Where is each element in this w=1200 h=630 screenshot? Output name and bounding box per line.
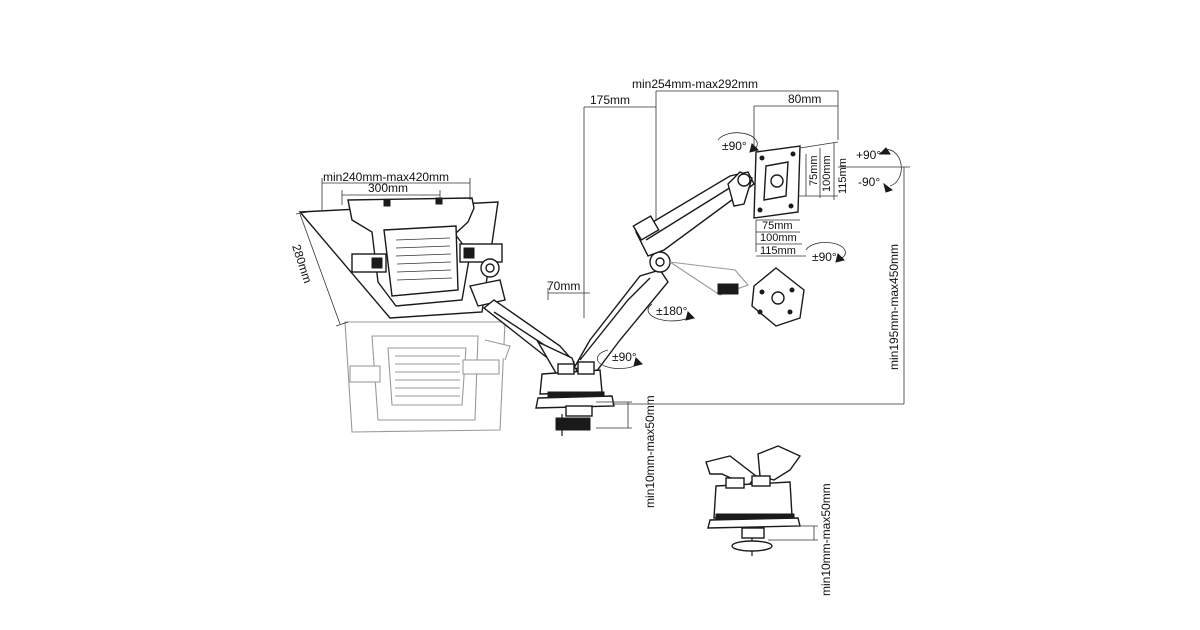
- ghost-laptop-tray: [344, 321, 511, 433]
- vesa-75-h-label: 75mm: [808, 155, 820, 186]
- tray-width-label: 300mm: [368, 181, 408, 195]
- vesa-head-plate: [753, 141, 839, 257]
- pole-offset-label: 70mm: [547, 279, 580, 293]
- height-range-label: min195mm-max450mm: [887, 244, 901, 370]
- head-swivel-label: ±90°: [722, 139, 747, 153]
- base-rotation-label: ±90°: [612, 350, 637, 364]
- clamp-thickness-main-label: min10mm-max50mm: [643, 395, 657, 508]
- vesa-115-h-label: 115mm: [837, 158, 849, 194]
- vesa-115-label: 115mm: [760, 245, 796, 257]
- head-rotate-label: ±90°: [812, 250, 837, 264]
- rotation-head-rotate: [805, 242, 846, 263]
- rotation-head-swivel: [717, 132, 759, 153]
- arm-reach-label: min254mm-max292mm: [632, 77, 758, 91]
- clamp-thickness-detail-label: min10mm-max50mm: [819, 483, 833, 596]
- tilt-up-label: +90°: [856, 148, 881, 162]
- arm-offset-label: 175mm: [590, 93, 630, 107]
- tray-dimensions: [295, 178, 471, 327]
- vesa-100-label: 100mm: [760, 232, 797, 244]
- tray-range-label: min240mm-max420mm: [323, 170, 449, 184]
- vesa-75-label: 75mm: [762, 220, 793, 232]
- base-clamp: [535, 361, 632, 436]
- vesa-offset-label: 80mm: [788, 92, 821, 106]
- tray-depth-label: 280mm: [289, 243, 315, 285]
- vesa-plate-rotated: [751, 267, 805, 327]
- right-arm: [572, 171, 755, 373]
- rotation-tilt: [878, 147, 902, 193]
- rotation-elbow: [647, 303, 695, 322]
- tilt-down-label: -90°: [858, 175, 880, 189]
- laptop-tray: [298, 197, 506, 319]
- rotation-base: [596, 349, 643, 369]
- arm-dimensions: [547, 90, 910, 405]
- vesa-100-h-label: 100mm: [821, 155, 833, 192]
- elbow-rotation-label: ±180°: [656, 304, 688, 318]
- grommet-base-detail: [705, 445, 818, 556]
